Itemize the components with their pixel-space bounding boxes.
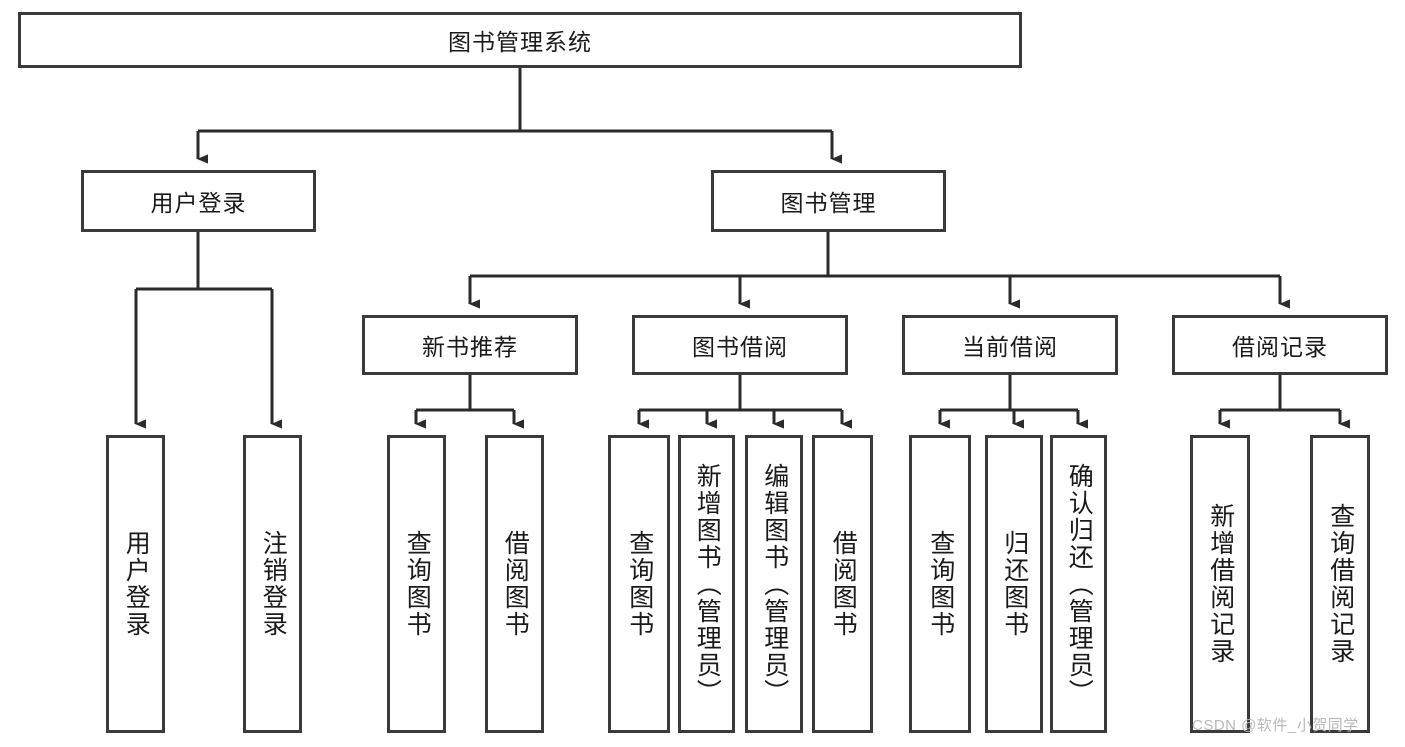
leaf-node[interactable]: 查询图书 [608,435,670,733]
leaf-node-label: 归还图书 [1000,530,1029,638]
leaf-node[interactable]: 用户登录 [106,435,165,733]
leaf-node-label: 查询借阅记录 [1326,503,1355,665]
leaf-node[interactable]: 新增借阅记录 [1190,435,1250,733]
watermark: CSDN @软件_小贺同学 [1192,717,1359,734]
leaf-node-label: 确认归还（管理员） [1065,462,1094,706]
leaf-node-label: 借阅图书 [501,530,530,638]
leaf-node-label: 新增借阅记录 [1206,503,1235,665]
leaf-node[interactable]: 借阅图书 [485,435,544,733]
node-user-login[interactable]: 用户登录 [81,170,316,232]
node-borrow-record[interactable]: 借阅记录 [1172,315,1388,375]
leaf-node[interactable]: 查询借阅记录 [1310,435,1370,733]
leaf-node-label: 查询图书 [403,530,432,638]
leaf-node-label: 查询图书 [625,530,654,638]
leaf-node[interactable]: 新增图书（管理员） [678,435,735,733]
leaf-node-label: 查询图书 [926,530,955,638]
node-book-management[interactable]: 图书管理 [711,170,946,232]
leaf-node[interactable]: 注销登录 [243,435,302,733]
node-new-book-recommend[interactable]: 新书推荐 [362,315,578,375]
leaf-node-label: 注销登录 [259,530,288,638]
leaf-node[interactable]: 编辑图书（管理员） [745,435,803,733]
leaf-node[interactable]: 借阅图书 [812,435,873,733]
leaf-node[interactable]: 查询图书 [387,435,446,733]
node-book-borrow[interactable]: 图书借阅 [632,315,848,375]
leaf-node-label: 用户登录 [122,530,151,638]
node-root[interactable]: 图书管理系统 [18,12,1022,68]
leaf-node[interactable]: 查询图书 [909,435,971,733]
leaf-node-label: 借阅图书 [829,530,858,638]
node-current-borrow[interactable]: 当前借阅 [902,315,1118,375]
leaf-node-label: 新增图书（管理员） [693,462,722,706]
leaf-node[interactable]: 归还图书 [985,435,1043,733]
leaf-node[interactable]: 确认归还（管理员） [1050,435,1107,733]
leaf-node-label: 编辑图书（管理员） [760,462,789,706]
